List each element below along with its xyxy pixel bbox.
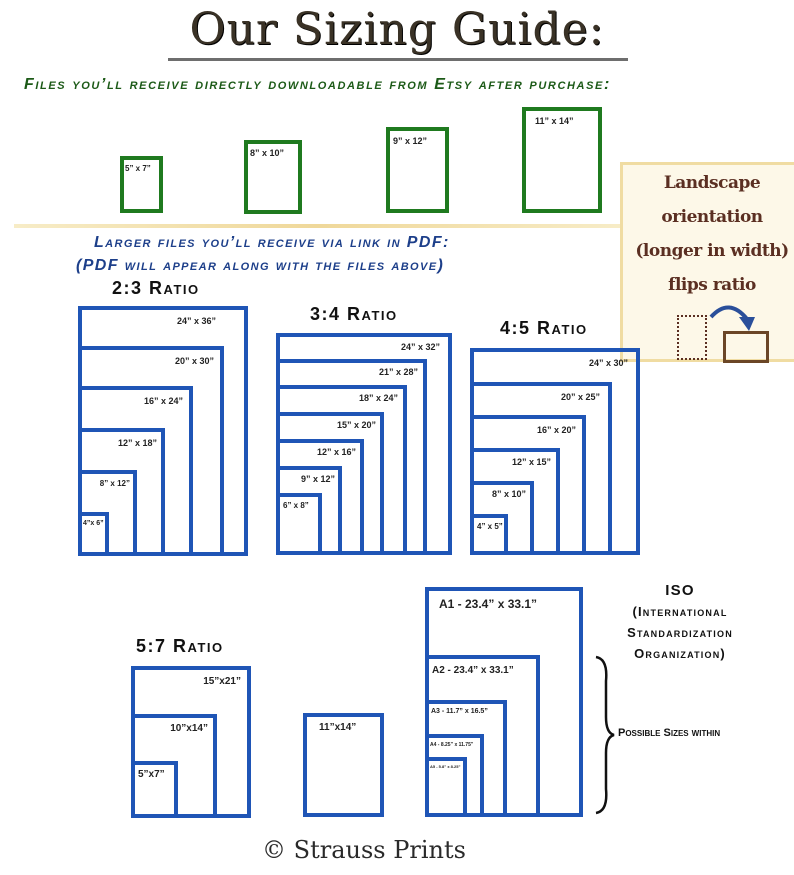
section-divider [14,224,622,228]
page-title: Our Sizing Guide: [189,4,605,55]
single-size-box: 11”x14” [303,713,384,817]
size-label: A2 - 23.4” x 33.1” [432,665,514,676]
iso-heading-line: Standardization [627,625,733,640]
ratio-4-5-label: 4:5 Ratio [500,318,588,338]
size-label: 15” x 20” [336,420,376,430]
size-label: 12” x 18” [117,438,157,448]
size-label: 20” x 25” [560,392,600,402]
etsy-size-box: 9” x 12” [386,127,449,213]
etsy-size-box: 5” x 7” [120,156,163,213]
etsy-size-box: 8” x 10” [244,140,302,214]
landscape-note-line: (longer in width) [635,241,789,261]
size-label: 12” x 16” [316,447,356,457]
size-label: 9” x 12” [393,136,428,146]
size-label: 8” x 10” [250,148,285,158]
landscape-note-line: orientation [661,207,763,227]
size-label: 11” x 14” [535,116,574,126]
size-label: 24” x 36” [176,316,216,326]
ratio-2-3-label: 2:3 Ratio [112,278,200,298]
title-underline [168,58,628,61]
etsy-size-box: 11” x 14” [522,107,602,213]
etsy-files-heading: Files you’ll receive directly downloadab… [24,76,611,93]
ratio-5-7-size-box: 5”x7” [131,761,178,818]
size-label: 24” x 32” [400,342,440,352]
size-label: 20” x 30” [174,356,214,366]
size-label: A1 - 23.4” x 33.1” [439,597,538,611]
iso-size-box: A5 - 5.8” x 8.25” [425,757,467,817]
size-label: A3 - 11.7” x 16.5” [431,708,488,715]
copyright-text: © Strauss Prints [262,836,466,864]
landscape-note-panel: Landscape orientation (longer in width) … [620,162,794,363]
size-label: 16” x 24” [143,396,183,406]
size-label: 21” x 28” [378,367,418,377]
size-label: 8” x 12” [99,479,130,488]
portrait-outline-icon [677,315,707,360]
size-label: 5”x7” [138,769,165,780]
ratio-2-3-size-box: 4”x 6” [78,512,109,556]
landscape-outline-icon [723,331,769,363]
size-label: 15”x21” [203,676,241,687]
ratio-3-4-label: 3:4 Ratio [310,304,398,324]
iso-heading-line: Organization) [634,646,726,661]
iso-heading: ISO (International Standardization Organ… [590,580,770,664]
size-label: 12” x 15” [511,457,551,467]
size-label: A5 - 5.8” x 8.25” [430,764,461,769]
size-label: 6” x 8” [283,501,309,510]
size-label: 18” x 24” [358,393,398,403]
pdf-files-subheading: (PDF will appear along with the files ab… [76,257,445,274]
size-label: 11”x14” [319,722,357,733]
size-label: 24” x 30” [588,358,628,368]
rotate-arrow-icon [709,305,755,331]
ratio-4-5-size-box: 4” x 5” [470,514,508,555]
size-label: 10”x14” [170,723,208,734]
ratio-5-7-label: 5:7 Ratio [136,636,224,656]
size-label: 16” x 20” [536,425,576,435]
landscape-note-line: Landscape [663,173,761,193]
iso-heading-line: ISO [665,582,695,599]
iso-heading-line: (International [632,604,728,619]
pdf-files-heading: Larger files you’ll receive via link in … [94,234,450,251]
size-label: 8” x 10” [491,489,526,499]
ratio-3-4-size-box: 6” x 8” [276,493,322,555]
size-label: 4” x 5” [477,522,503,531]
size-label: 4”x 6” [83,520,104,527]
curly-brace-icon [595,655,615,815]
landscape-note-line: flips ratio [668,275,756,295]
size-label: 5” x 7” [125,164,151,173]
iso-possible-sizes-note: Possible Sizes within [618,727,721,739]
size-label: A4 - 8.25” x 11.75” [430,742,474,748]
size-label: 9” x 12” [300,474,335,484]
